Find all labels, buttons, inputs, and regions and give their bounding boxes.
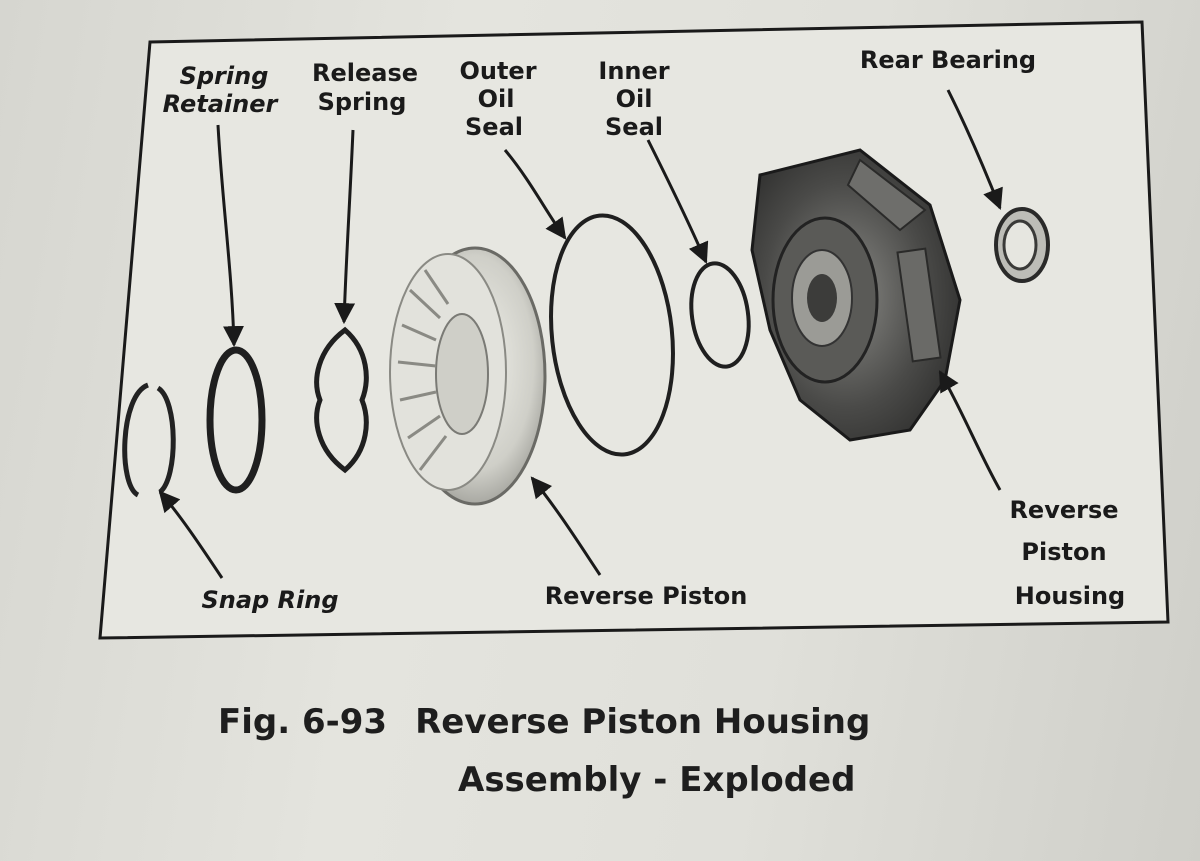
svg-text:Spring: Spring xyxy=(318,88,407,116)
label-reverse-piston: Reverse Piston xyxy=(545,582,748,610)
svg-text:Seal: Seal xyxy=(605,113,663,141)
release-spring-part xyxy=(314,326,369,474)
figure-number: Fig. 6-93 xyxy=(218,702,388,742)
label-rear-bearing: Rear Bearing xyxy=(860,46,1036,74)
outer-oil-seal-part xyxy=(549,213,675,457)
svg-text:Oil: Oil xyxy=(616,85,653,113)
leader-outer-oil-seal xyxy=(503,149,567,240)
leader-release-spring xyxy=(334,129,356,325)
svg-text:Housing: Housing xyxy=(1015,582,1125,610)
figure-caption-line2: Assembly - Exploded xyxy=(458,760,856,800)
leader-reverse-piston xyxy=(530,476,602,576)
leader-snap-ring xyxy=(158,490,224,579)
svg-text:Seal: Seal xyxy=(465,113,523,141)
svg-text:Retainer: Retainer xyxy=(163,90,280,118)
svg-text:Release: Release xyxy=(312,59,418,87)
figure-title-line1: Reverse Piston Housing xyxy=(415,702,871,742)
label-spring-retainer: Spring Retainer xyxy=(163,62,280,118)
svg-text:Spring: Spring xyxy=(180,62,269,90)
inner-oil-seal-part xyxy=(689,261,751,369)
label-reverse-piston-housing: Reverse Piston Housing xyxy=(1009,496,1125,610)
svg-text:Inner: Inner xyxy=(598,57,669,85)
leader-rear-bearing xyxy=(946,89,1003,210)
label-inner-oil-seal: Inner Oil Seal xyxy=(598,57,669,141)
rear-bearing-part xyxy=(994,207,1050,283)
label-release-spring: Release Spring xyxy=(312,59,418,116)
reverse-piston-housing-part xyxy=(750,148,962,442)
leader-spring-retainer xyxy=(216,124,244,348)
figure-frame xyxy=(98,20,1170,640)
figure-caption-line1: Fig. 6-93 Reverse Piston Housing xyxy=(218,702,870,742)
spring-retainer-part xyxy=(206,346,266,494)
label-snap-ring: Snap Ring xyxy=(201,586,338,614)
svg-text:Reverse: Reverse xyxy=(1009,496,1118,524)
svg-text:Outer: Outer xyxy=(459,57,536,85)
svg-text:Piston: Piston xyxy=(1021,538,1106,566)
label-outer-oil-seal: Outer Oil Seal xyxy=(459,57,536,141)
leader-reverse-piston-housing xyxy=(938,370,1002,491)
leader-inner-oil-seal xyxy=(646,139,709,264)
svg-text:Oil: Oil xyxy=(478,85,515,113)
snap-ring-part xyxy=(122,382,176,498)
reverse-piston-part xyxy=(389,246,547,506)
leader-lines xyxy=(158,89,1003,579)
